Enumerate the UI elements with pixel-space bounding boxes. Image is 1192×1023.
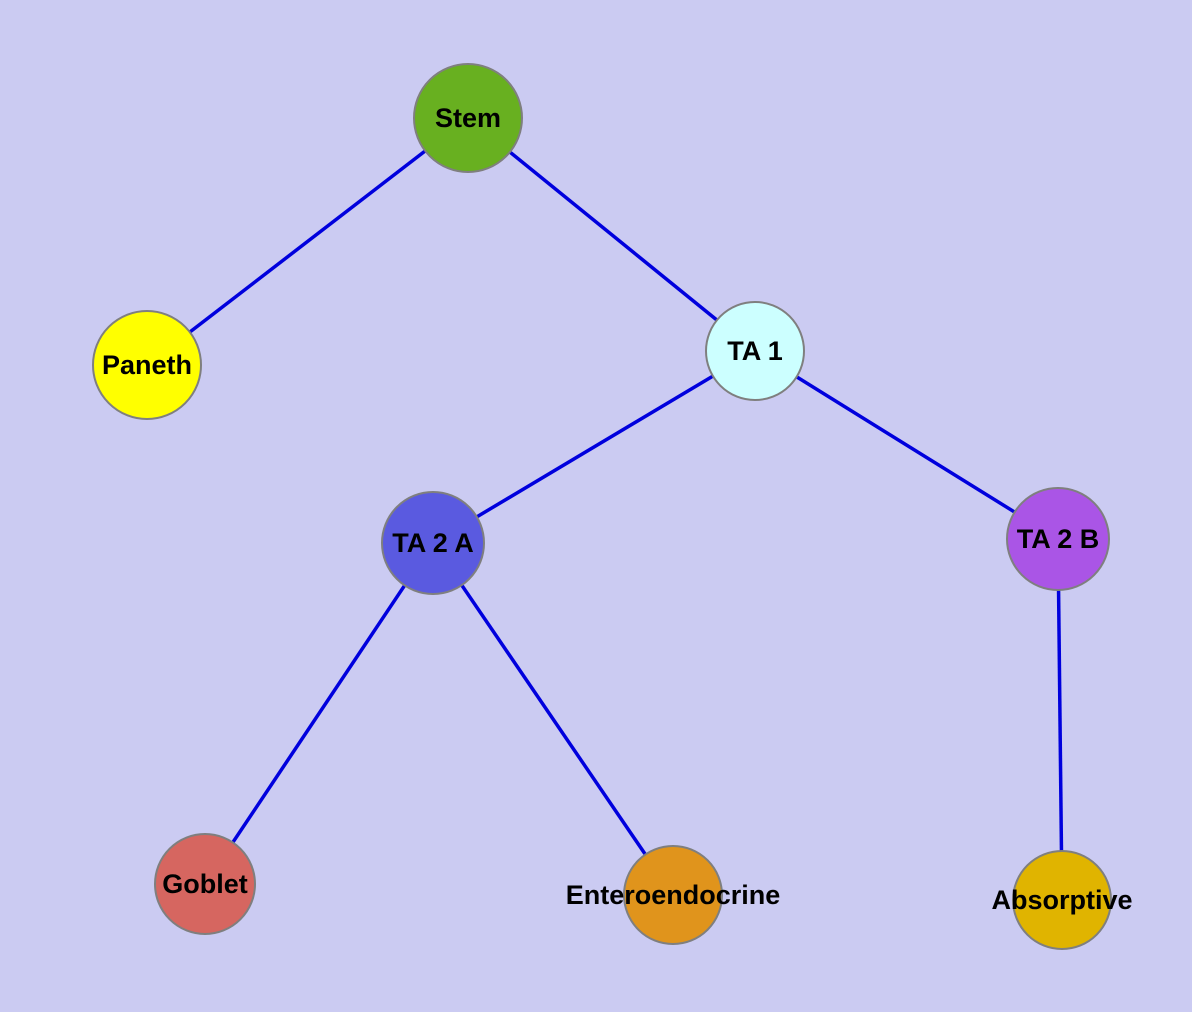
- node-ta2a: TA 2 A: [381, 491, 485, 595]
- node-stem: Stem: [413, 63, 523, 173]
- edge-stem-ta1: [466, 116, 757, 353]
- edge-ta2b-absorptive: [1056, 538, 1064, 901]
- node-paneth-label: Paneth: [101, 349, 193, 380]
- node-absorptive-label: Absorptive: [991, 884, 1133, 915]
- node-ta2b: TA 2 B: [1006, 487, 1110, 591]
- edge-ta1-ta2b: [754, 349, 1059, 541]
- node-ta1-label: TA 1: [727, 335, 783, 366]
- node-ta1: TA 1: [705, 301, 805, 401]
- node-enteroendocrine: Enteroendocrine: [566, 845, 780, 945]
- edge-ta2a-enteroendocrine: [431, 542, 675, 896]
- node-stem-label: Stem: [434, 102, 502, 133]
- edge-ta1-ta2a: [432, 349, 756, 545]
- node-enteroendocrine-label: Enteroendocrine: [565, 879, 781, 910]
- edge-ta2a-goblet: [203, 542, 435, 885]
- edge-stem-paneth: [145, 116, 470, 367]
- node-ta2a-label: TA 2 A: [392, 527, 474, 558]
- node-ta2b-label: TA 2 B: [1016, 523, 1100, 554]
- node-absorptive: Absorptive: [991, 850, 1133, 950]
- node-goblet: Goblet: [154, 833, 256, 935]
- node-paneth: Paneth: [92, 310, 202, 420]
- node-goblet-label: Goblet: [162, 868, 248, 899]
